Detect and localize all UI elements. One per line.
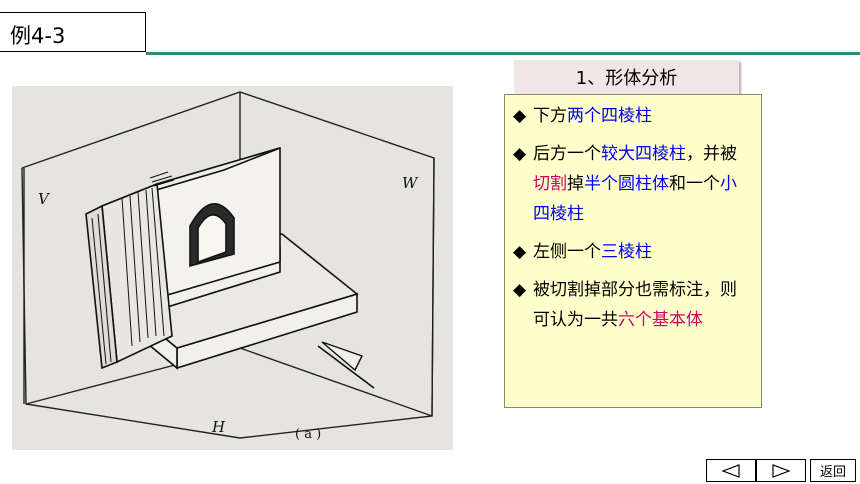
diamond-icon: ◆ — [513, 242, 527, 262]
text-segment-magenta: 切割 — [533, 174, 567, 194]
text-segment: 被切割掉部分也需标注，则可认为一共 — [533, 280, 737, 330]
text-segment-blue: 三棱柱 — [601, 242, 652, 262]
text-segment: 左侧一个 — [533, 242, 601, 262]
analysis-notes: ◆ 下方两个四棱柱 ◆ 后方一个较大四棱柱，并被切割掉半个圆柱体和一个小四棱柱 … — [504, 94, 762, 408]
text-segment: ，并被 — [686, 144, 737, 164]
bullet-1: ◆ 下方两个四棱柱 — [513, 101, 753, 131]
diamond-icon: ◆ — [513, 106, 527, 126]
isometric-figure-photo: V W H ( a ) — [12, 86, 453, 450]
bullet-3: ◆ 左侧一个三棱柱 — [513, 237, 753, 267]
diamond-icon: ◆ — [513, 280, 527, 300]
title-box: 例4-3 — [0, 12, 146, 52]
title-underline — [146, 52, 860, 55]
hatching — [91, 171, 175, 365]
text-segment-blue: 两个四棱柱 — [567, 106, 652, 126]
text-segment: 下方 — [533, 106, 567, 126]
object-outline — [85, 146, 359, 370]
prev-button[interactable] — [706, 459, 756, 482]
label-h: H — [211, 418, 226, 436]
text-segment-magenta: 六个基本体 — [618, 310, 703, 330]
text-segment: 后方一个 — [533, 144, 601, 164]
section-heading: 1、形体分析 — [514, 60, 739, 94]
text-segment-blue: 较大四棱柱 — [601, 144, 686, 164]
bullet-4: ◆ 被切割掉部分也需标注，则可认为一共六个基本体 — [513, 275, 753, 335]
view-direction-arrow — [317, 341, 375, 389]
text-segment: 掉 — [567, 174, 584, 194]
bullet-2: ◆ 后方一个较大四棱柱，并被切割掉半个圆柱体和一个小四棱柱 — [513, 139, 753, 229]
text-segment-blue: 小四棱柱 — [533, 174, 737, 224]
back-button[interactable]: 返回 — [810, 459, 856, 482]
figure-caption: ( a ) — [295, 427, 321, 442]
label-v: V — [38, 190, 51, 208]
label-w: W — [402, 174, 419, 192]
isometric-drawing: V W H ( a ) — [12, 86, 453, 450]
text-segment: 和一个 — [669, 174, 720, 194]
next-button[interactable] — [756, 459, 806, 482]
text-segment-blue: 半个圆柱体 — [584, 174, 669, 194]
diamond-icon: ◆ — [513, 144, 527, 164]
triangle-right-icon — [772, 463, 791, 478]
triangle-left-icon — [721, 463, 740, 478]
page-title: 例4-3 — [10, 24, 66, 48]
